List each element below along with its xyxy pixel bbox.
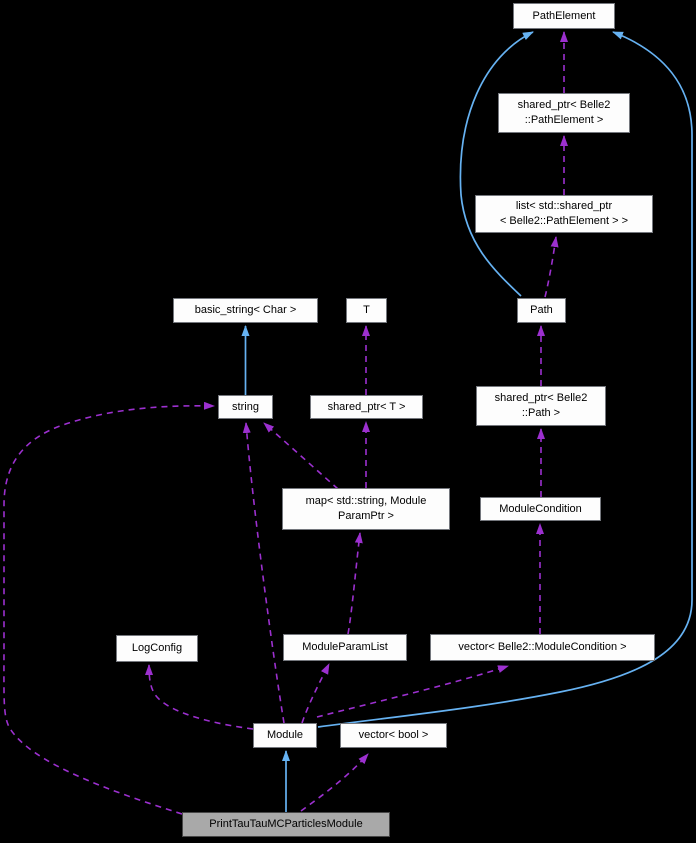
node-label: basic_string< Char >: [194, 304, 297, 316]
edge-use-moduleparamlist-to-map: [347, 532, 363, 635]
node-label-line2: < Belle2::PathElement > >: [499, 215, 629, 227]
node-label-line2: ParamPtr >: [338, 510, 394, 522]
node-label-line1: map< std::string, Module: [305, 495, 427, 507]
node-t[interactable]: T: [346, 298, 387, 323]
node-moduleparamlist[interactable]: ModuleParamList: [283, 634, 407, 661]
node-label: LogConfig: [131, 642, 183, 654]
node-shared-ptr-pathelement[interactable]: shared_ptr< Belle2 ::PathElement >: [498, 93, 630, 133]
node-printtautaumcparticlesmodule[interactable]: PrintTauTauMCParticlesModule: [182, 812, 390, 837]
edge-use-module-to-string: [242, 422, 285, 724]
node-label: ModuleCondition: [499, 502, 582, 515]
node-shared-ptr-t[interactable]: shared_ptr< T >: [310, 395, 423, 419]
node-vector-modulecondition[interactable]: vector< Belle2::ModuleCondition >: [430, 634, 655, 661]
node-label: PathElement: [532, 9, 596, 22]
edge-use-module-to-logconfig: [145, 664, 254, 730]
node-list-shared-ptr-pathelement[interactable]: list< std::shared_ptr < Belle2::PathElem…: [475, 195, 653, 233]
node-label: ModuleParamList: [302, 641, 388, 653]
edge-inherit-path-to-pathelement: [459, 31, 534, 297]
edge-inherit-module-to-pathelement: [317, 31, 693, 728]
edge-use-printtautau-to-string: [3, 401, 215, 815]
edge-use-map-to-string: [263, 422, 339, 490]
node-label-line1: shared_ptr< Belle2: [494, 392, 588, 404]
node-basic-string[interactable]: basic_string< Char >: [173, 298, 318, 323]
node-shared-ptr-path[interactable]: shared_ptr< Belle2 ::Path >: [476, 386, 606, 426]
node-label: PrintTauTauMCParticlesModule: [209, 818, 363, 830]
node-label-line1: list< std::shared_ptr: [515, 200, 613, 212]
node-module[interactable]: Module: [253, 723, 317, 748]
node-modulecondition[interactable]: ModuleCondition: [480, 497, 601, 521]
node-label-line2: ::Path >: [521, 407, 561, 419]
node-label-line2: ::PathElement >: [524, 114, 604, 126]
node-string[interactable]: string: [218, 395, 273, 419]
edge-use-path-to-list: [544, 236, 559, 298]
node-label-line1: shared_ptr< Belle2: [517, 99, 611, 111]
node-label: Path: [530, 304, 553, 316]
node-label: string: [232, 400, 259, 413]
node-label: vector< bool >: [358, 729, 429, 741]
node-label: vector< Belle2::ModuleCondition >: [458, 641, 627, 653]
node-vector-bool[interactable]: vector< bool >: [340, 723, 447, 748]
edge-use-module-to-vectormc: [316, 665, 509, 718]
node-label: Module: [266, 729, 304, 741]
node-label: shared_ptr< T >: [327, 400, 406, 413]
node-label: T: [363, 304, 370, 316]
node-logconfig[interactable]: LogConfig: [116, 635, 198, 662]
edge-use-module-to-moduleparamlist: [301, 663, 330, 724]
node-pathelement[interactable]: PathElement: [513, 3, 615, 29]
edge-use-printtautau-to-vectorbool: [300, 753, 369, 812]
node-map-moduleparamptr[interactable]: map< std::string, Module ParamPtr >: [282, 488, 450, 530]
node-path[interactable]: Path: [517, 298, 566, 323]
